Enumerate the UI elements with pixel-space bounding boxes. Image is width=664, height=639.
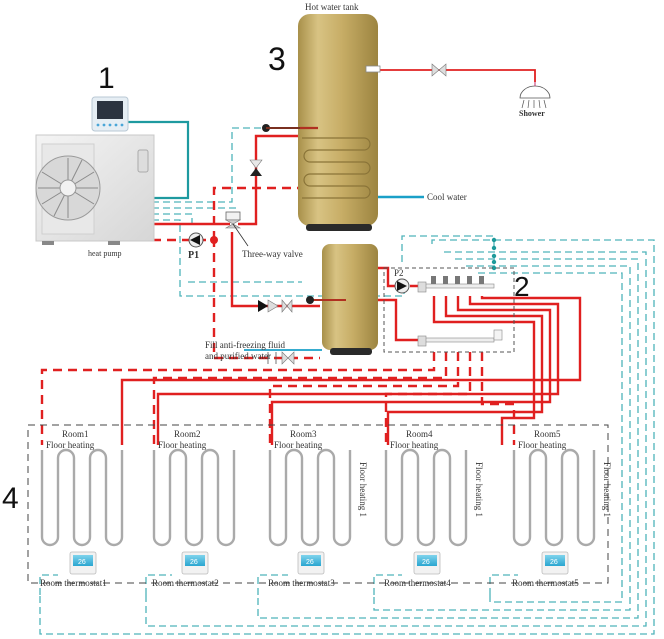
- thermostat-display: 26: [550, 559, 558, 566]
- buffer-tank: [306, 244, 378, 355]
- pump-p1: [188, 232, 218, 248]
- room-name: Room4: [406, 429, 433, 439]
- component-number-2: 2: [514, 271, 530, 302]
- room-name: Room2: [174, 429, 201, 439]
- room-thermostat[interactable]: 26: [297, 551, 325, 575]
- room-thermostat[interactable]: 26: [541, 551, 569, 575]
- component-number-1: 1: [98, 62, 115, 95]
- controller-wire: [128, 120, 190, 200]
- floor-heating-label: Floor heating: [46, 440, 95, 450]
- floor-heating-label: Floor heating: [390, 440, 439, 450]
- return-pipes: [40, 186, 516, 445]
- room-name: Room1: [62, 429, 89, 439]
- three-way-valve-label: Three-way valve: [242, 249, 303, 259]
- thermostat-wiring: [39, 127, 655, 635]
- floor-heating-label: Floor heating: [274, 440, 323, 450]
- floor-heating-loop: [40, 448, 124, 547]
- room-name: Room3: [290, 429, 317, 439]
- room-thermostat-label: Room thermostat3: [268, 578, 335, 588]
- thermostat-display: 26: [190, 559, 198, 566]
- floor-heating-side-label: Floor heating 1: [602, 462, 612, 517]
- floor-heating-label: Floor heating: [158, 440, 207, 450]
- room-name: Room5: [534, 429, 561, 439]
- floor-heating-loop: [268, 448, 352, 547]
- floor-heating-side-label: Floor heating 1: [474, 462, 484, 517]
- fill-note-line2: and purified water: [205, 351, 271, 361]
- supply-manifold: [417, 276, 495, 293]
- room-thermostat-label: Room thermostat2: [152, 578, 219, 588]
- heat-pump-controller: [91, 96, 129, 132]
- room-thermostat-label: Room thermostat1: [40, 578, 107, 588]
- pump-p2-label: P2: [394, 268, 404, 278]
- hot-water-tank-label: Hot water tank: [305, 2, 359, 12]
- shower-valve: [431, 63, 447, 77]
- hot-supply-pipes: [120, 69, 582, 445]
- shower-head: [519, 82, 551, 109]
- hot-water-tank: [298, 14, 381, 231]
- thermostat-display: 26: [422, 559, 430, 566]
- room-thermostat-label: Room thermostat4: [384, 578, 451, 588]
- floor-heating-loop: [512, 448, 596, 547]
- component-number-4: 4: [2, 482, 19, 515]
- floor-heating-loop: [384, 448, 468, 547]
- fill-note-line1: Fill anti-freezing fluid: [205, 340, 285, 350]
- heat-pump-unit: [35, 134, 155, 245]
- floor-heating-zone: [27, 424, 609, 584]
- heat-pump-label: heat pump: [88, 249, 122, 258]
- inline-valves: [258, 299, 295, 365]
- floor-heating-label: Floor heating: [518, 440, 567, 450]
- teal-dots: [491, 237, 497, 271]
- check-valve: [249, 159, 263, 176]
- floor-heating-side-label: Floor heating 1: [358, 462, 368, 517]
- cool-water-label: Cool water: [427, 192, 467, 202]
- manifold-box: [383, 267, 515, 353]
- floor-heating-loop: [152, 448, 236, 547]
- room-thermostat[interactable]: 26: [181, 551, 209, 575]
- room-thermostat[interactable]: 26: [413, 551, 441, 575]
- pump-p1-label: P1: [188, 250, 199, 261]
- return-manifold: [417, 329, 503, 347]
- room-thermostat-label: Room thermostat5: [512, 578, 579, 588]
- thermostat-display: 26: [306, 559, 314, 566]
- thermostat-display: 26: [78, 559, 86, 566]
- component-number-3: 3: [268, 41, 286, 77]
- shower-label: Shower: [519, 109, 545, 118]
- room-thermostat[interactable]: 26: [69, 551, 97, 575]
- pump-p2: [394, 278, 410, 294]
- three-way-valve: [224, 211, 249, 247]
